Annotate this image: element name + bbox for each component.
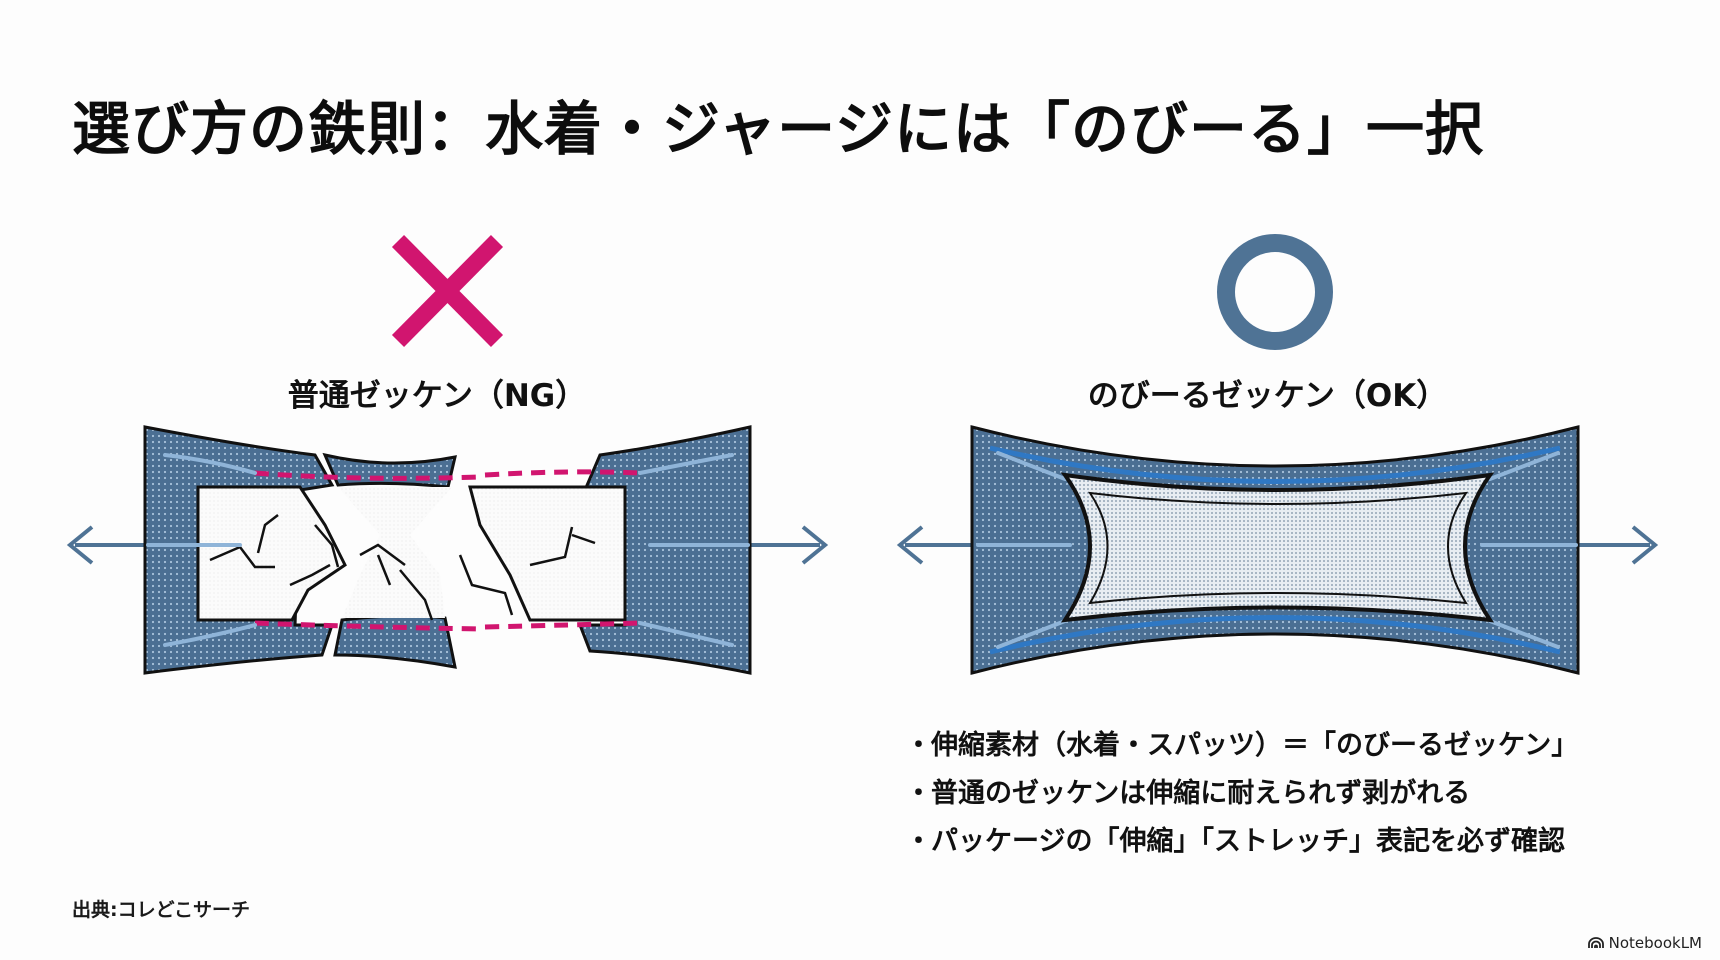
ng-panel-label: 普通ゼッケン（NG） [287, 378, 587, 414]
notebooklm-watermark: NotebookLM [1587, 934, 1702, 952]
bullet-marker: ・ [905, 826, 932, 857]
right-arrow-icon [1578, 525, 1659, 565]
stretchy-bib-illustration [896, 425, 1659, 675]
cross-mark-icon [391, 235, 504, 347]
source-citation: 出典:コレどこサーチ [72, 899, 251, 921]
key-point-item: ・伸縮素材（水着・スパッツ）＝「のびーるゼッケン」 [905, 722, 1578, 770]
notebooklm-logo-icon [1587, 937, 1604, 948]
circle-mark-icon [1217, 234, 1333, 350]
bullet-marker: ・ [905, 730, 932, 761]
bullet-marker: ・ [905, 778, 932, 809]
torn-bib-illustration [66, 425, 829, 675]
brand-label: NotebookLM [1608, 934, 1702, 952]
right-arrow-icon [750, 525, 829, 565]
left-arrow-icon [896, 525, 972, 565]
key-points-list: ・伸縮素材（水着・スパッツ）＝「のびーるゼッケン」 ・普通のゼッケンは伸縮に耐え… [905, 722, 1578, 866]
key-point-item: ・パッケージの「伸縮」「ストレッチ」表記を必ず確認 [905, 818, 1578, 866]
left-arrow-icon [66, 525, 145, 565]
key-point-item: ・普通のゼッケンは伸縮に耐えられず剥がれる [905, 770, 1578, 818]
ok-panel-label: のびーるゼッケン（OK） [1087, 378, 1448, 414]
slide-title: 選び方の鉄則：水着・ジャージには「のびーる」一択 [72, 95, 1484, 163]
